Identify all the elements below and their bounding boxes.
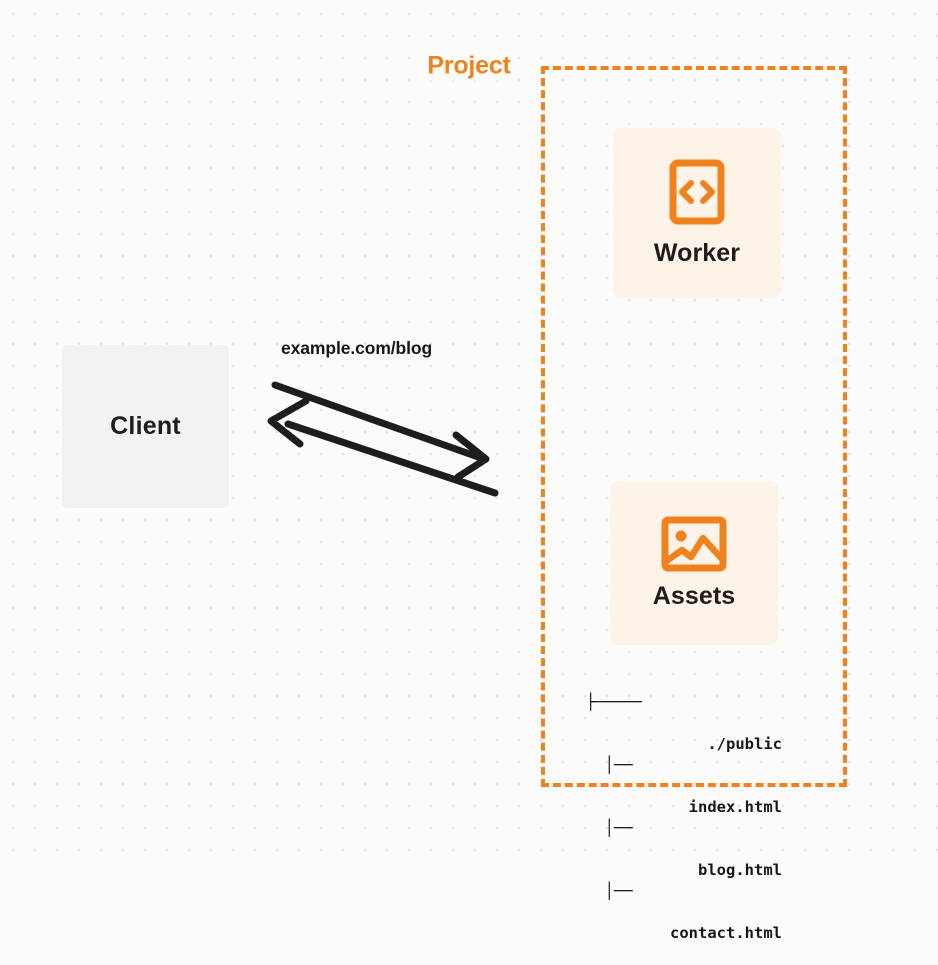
code-brackets-icon xyxy=(669,159,725,225)
client-node-label: Client xyxy=(110,412,181,440)
file-tree-row: │── contact.html xyxy=(586,881,782,942)
client-node[interactable]: Client xyxy=(62,345,229,508)
file-tree-row: │── index.html xyxy=(586,755,782,816)
tree-branch-glyph: ├───── xyxy=(586,693,642,711)
file-tree-row: ├───── ./public xyxy=(586,692,782,753)
worker-card-label: Worker xyxy=(653,238,741,267)
assets-card[interactable]: Assets xyxy=(610,481,778,645)
connection-label: example.com/blog xyxy=(281,338,433,358)
worker-card[interactable]: Worker xyxy=(613,128,781,298)
request-arrow xyxy=(271,381,490,481)
project-boundary xyxy=(541,66,847,787)
tree-branch-glyph: │── xyxy=(586,819,633,837)
file-tree-item-label: contact.html xyxy=(670,924,782,942)
project-title: Project xyxy=(420,51,518,81)
assets-file-tree: ├───── ./public │── index.html │── blog.… xyxy=(586,650,782,944)
file-tree-item-label: index.html xyxy=(688,798,782,816)
image-icon xyxy=(661,516,727,572)
tree-branch-glyph: │── xyxy=(586,756,633,774)
diagram-canvas: Client example.com/blog Project Worker xyxy=(0,0,938,942)
file-tree-row: │── blog.html xyxy=(586,818,782,879)
response-arrow xyxy=(267,397,499,497)
file-tree-item-label: blog.html xyxy=(698,861,782,879)
tree-branch-glyph: │── xyxy=(586,882,633,900)
file-tree-item-label: ./public xyxy=(707,735,782,753)
assets-card-label: Assets xyxy=(652,581,736,610)
